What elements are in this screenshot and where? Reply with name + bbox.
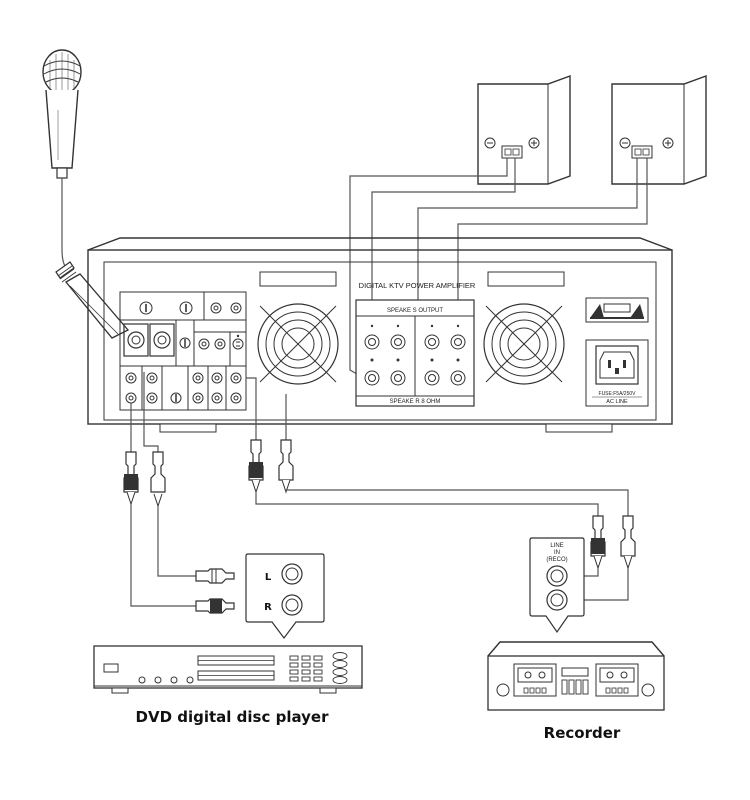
speaker-output-label: SPEAKE S OUTPUT [387, 308, 443, 314]
fuse-label: FUSE:F5A/250V [599, 391, 637, 397]
mic-plug-icon [55, 261, 130, 339]
microphone-icon [42, 49, 82, 269]
recorder-name: Recorder [544, 724, 621, 742]
fan-left-icon [257, 303, 339, 385]
line-in-label-3: (RECO) [546, 557, 567, 563]
fan-right-icon [483, 303, 565, 385]
dvd-jack-panel: L R [245, 553, 325, 639]
speaker-right [611, 75, 707, 185]
speaker-left [477, 75, 571, 185]
amplifier: DIGITAL KTV POWER AMPLIFIER [87, 237, 673, 433]
dvd-label-r: R [264, 602, 272, 613]
dvd-rca-cables [123, 372, 235, 614]
ac-line-label: AC LINE [606, 399, 628, 405]
speaker-ohm-label: SPEAKE R 8 OHM [390, 399, 441, 405]
line-in-label-2: IN [554, 550, 560, 556]
recorder [487, 641, 665, 711]
dvd-player [93, 645, 363, 694]
dvd-label-l: L [265, 572, 272, 583]
line-in-label-1: LINE [550, 543, 563, 549]
speaker-wires [349, 158, 648, 379]
amplifier-title: DIGITAL KTV POWER AMPLIFIER [359, 281, 476, 290]
dvd-name: DVD digital disc player [136, 708, 330, 726]
recorder-jack-panel: LINE IN (RECO) [529, 537, 585, 634]
